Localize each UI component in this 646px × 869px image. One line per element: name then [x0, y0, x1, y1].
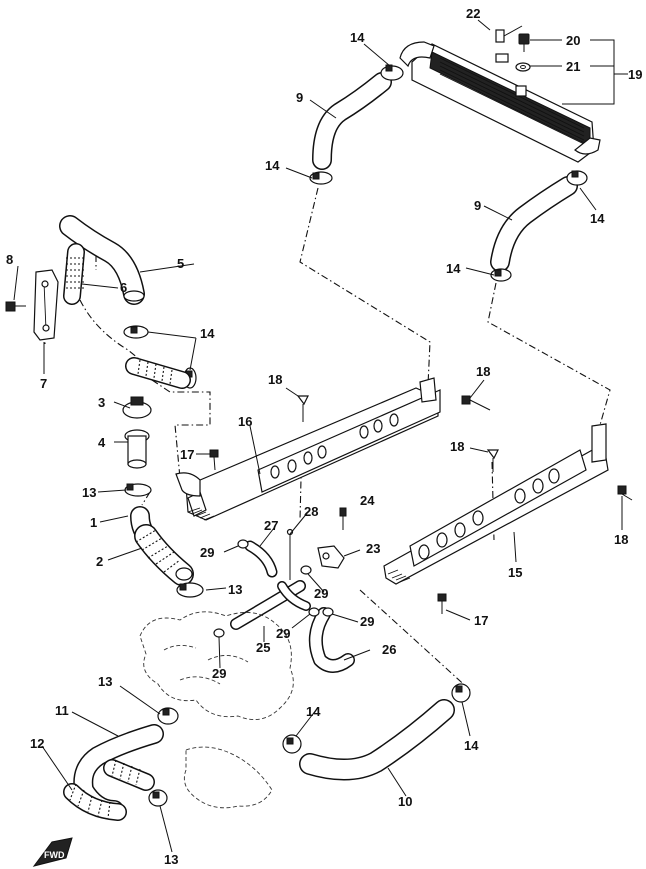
hose-26 — [308, 607, 355, 673]
engine-outline — [139, 611, 294, 809]
clamp-14-lower-right — [451, 683, 471, 703]
clamp-29-b — [300, 565, 312, 575]
water-jacket-15 — [383, 423, 609, 585]
clamp-29-e — [213, 628, 225, 638]
callout-18-c: 18 — [450, 439, 464, 454]
bolt-20 — [518, 33, 530, 52]
callout-18-d: 18 — [614, 532, 628, 547]
screw-24 — [339, 507, 347, 530]
thermostat-cover-3 — [122, 396, 152, 419]
callout-10: 10 — [398, 794, 412, 809]
screw-17-right — [437, 593, 447, 614]
callout-29-e: 29 — [212, 666, 226, 681]
callout-numbers: 22 20 21 19 14 9 14 9 14 14 5 6 14 8 7 3… — [6, 6, 642, 867]
fwd-label: FWD — [44, 850, 65, 860]
clamp-13-upper — [124, 483, 152, 497]
pipe-5 — [59, 215, 145, 305]
callout-26: 26 — [382, 642, 396, 657]
callout-14-g: 14 — [464, 738, 479, 753]
callout-4: 4 — [98, 435, 106, 450]
hose-12 — [63, 783, 127, 821]
screw-18-mid — [486, 449, 499, 472]
screw-18-right — [617, 485, 633, 501]
callout-22: 22 — [466, 6, 480, 21]
hose-10 — [299, 699, 455, 781]
fwd-arrow: FWD — [32, 837, 73, 867]
callout-2: 2 — [96, 554, 103, 569]
callout-13-c: 13 — [98, 674, 112, 689]
clamp-14-upper-left — [380, 64, 404, 81]
hose-27 — [244, 540, 278, 578]
thermostat-4 — [124, 429, 150, 469]
callout-14-f: 14 — [306, 704, 321, 719]
callout-17-b: 17 — [474, 613, 488, 628]
callout-14-a: 14 — [350, 30, 365, 45]
leader-lines — [13, 19, 628, 853]
callout-15: 15 — [508, 565, 522, 580]
callout-18-a: 18 — [268, 372, 282, 387]
short-hose-upper — [125, 357, 191, 389]
hose-9-right — [490, 176, 578, 272]
clamp-13-lower-left-a — [157, 707, 179, 725]
bolt-8 — [5, 301, 26, 312]
callout-13-b: 13 — [228, 582, 242, 597]
callout-1: 1 — [90, 515, 97, 530]
callout-29-b: 29 — [314, 586, 328, 601]
bracket-7 — [33, 269, 59, 341]
callout-13-d: 13 — [164, 852, 178, 867]
clamp-29-d — [322, 607, 334, 617]
callout-12: 12 — [30, 736, 44, 751]
callout-20: 20 — [566, 33, 580, 48]
callout-14-c: 14 — [590, 211, 605, 226]
hose-2 — [134, 524, 194, 586]
callout-11: 11 — [55, 703, 69, 718]
callout-3: 3 — [98, 395, 105, 410]
water-jacket-16 — [175, 377, 441, 521]
clamp-14-upper-right — [566, 170, 588, 186]
callout-9-b: 9 — [474, 198, 481, 213]
callout-6: 6 — [120, 280, 127, 295]
callout-21: 21 — [566, 59, 580, 74]
hose-25 — [230, 580, 311, 630]
callout-29-a: 29 — [200, 545, 214, 560]
callout-5: 5 — [177, 256, 184, 271]
screw-18-right-top — [461, 395, 491, 411]
callout-29-d: 29 — [360, 614, 374, 629]
clamp-14-lower-mid — [282, 734, 302, 754]
rivet-22 — [495, 25, 523, 43]
callout-13-a: 13 — [82, 485, 96, 500]
screw-17-left — [209, 449, 219, 471]
callout-14-e: 14 — [200, 326, 215, 341]
callout-27: 27 — [264, 518, 278, 533]
callout-7: 7 — [40, 376, 47, 391]
callout-19: 19 — [628, 67, 642, 82]
callout-24: 24 — [360, 493, 375, 508]
clamp-13-lower-left-b — [148, 789, 168, 807]
callout-18-b: 18 — [476, 364, 490, 379]
callout-8: 8 — [6, 252, 13, 267]
clamp-29-c — [308, 607, 320, 617]
callout-14-d: 14 — [446, 261, 461, 276]
callout-14-b: 14 — [265, 158, 280, 173]
callout-16: 16 — [238, 414, 252, 429]
hose-9-left — [312, 72, 392, 170]
callout-29-c: 29 — [276, 626, 290, 641]
callout-23: 23 — [366, 541, 380, 556]
clamp-29-a — [237, 539, 249, 549]
washer-21 — [515, 62, 531, 72]
callout-9-a: 9 — [296, 90, 303, 105]
callout-25: 25 — [256, 640, 270, 655]
clamp-13-lower — [176, 582, 204, 598]
rod-28 — [286, 528, 294, 580]
screw-18-left — [296, 395, 309, 422]
callout-28: 28 — [304, 504, 318, 519]
fitting-23 — [317, 545, 345, 569]
clamp-14-mid-right — [490, 268, 512, 282]
callout-17-a: 17 — [180, 447, 194, 462]
radiator-assembly — [399, 41, 601, 163]
clamp-14-mid-left — [309, 171, 333, 185]
hose-6 — [63, 243, 85, 305]
